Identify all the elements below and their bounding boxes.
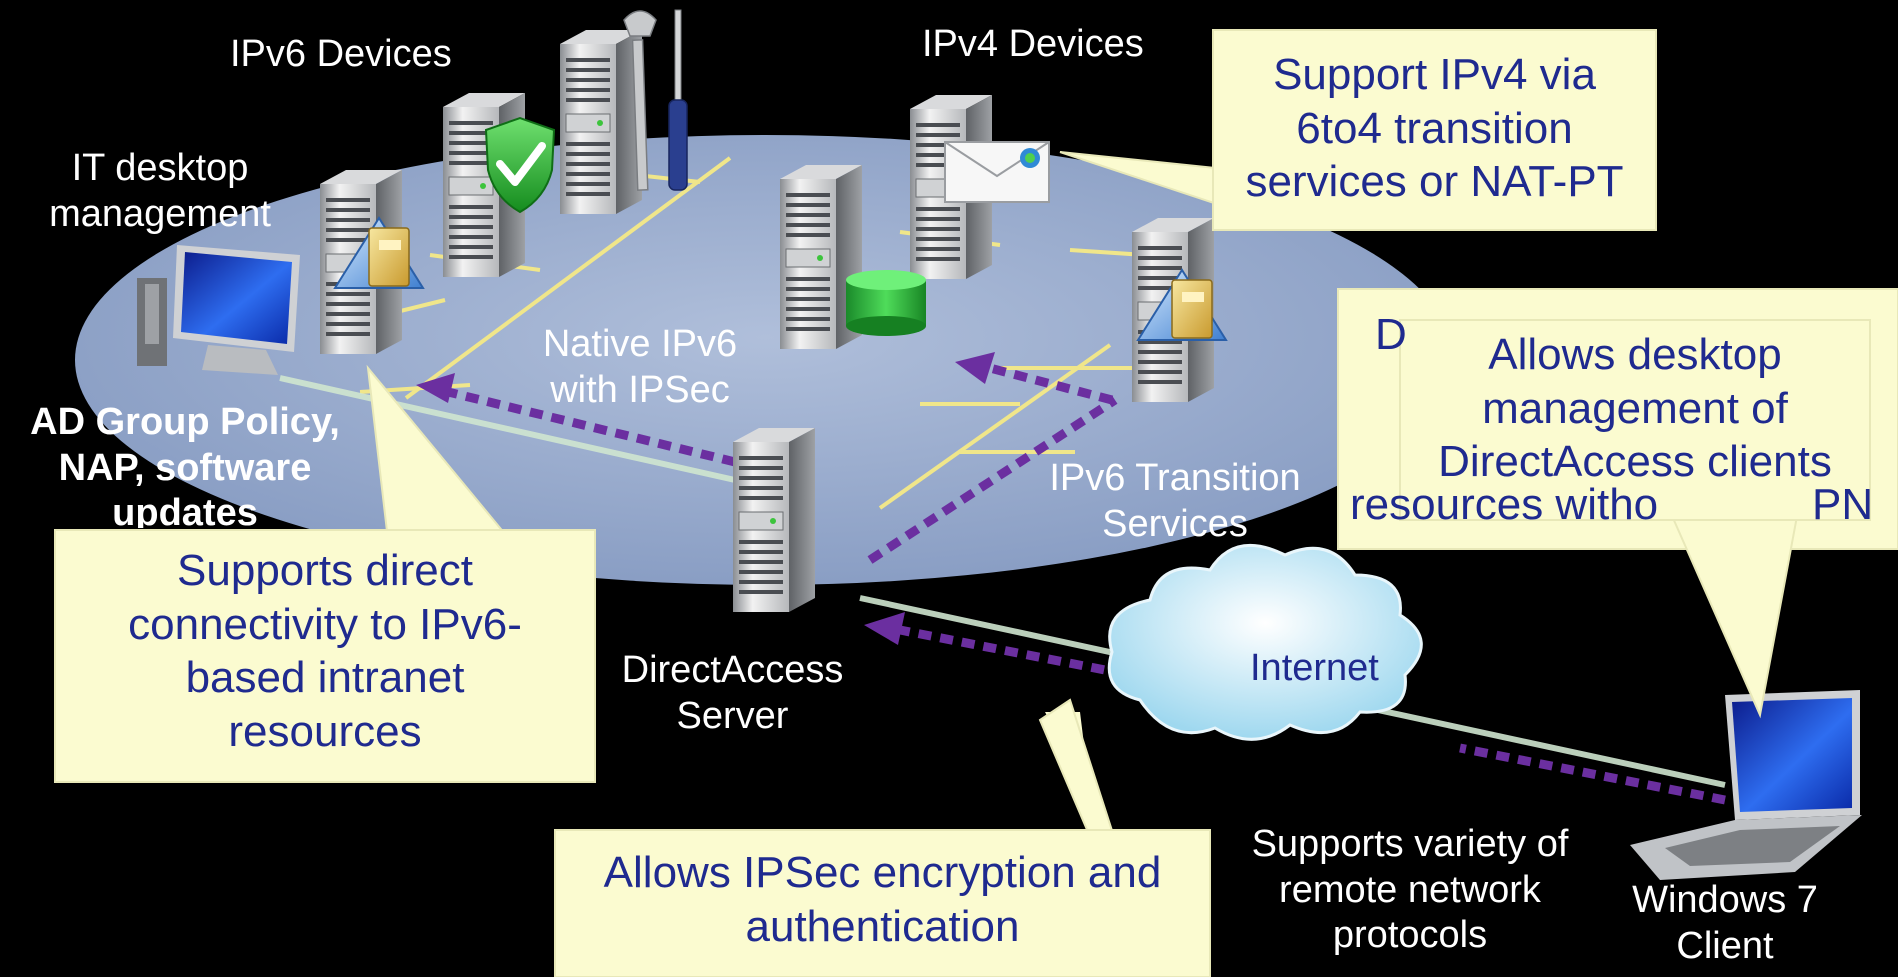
label-it-desktop-line1: IT desktop (71, 147, 249, 189)
callout-direct-line1: Supports direct (177, 546, 473, 595)
callout-desktop-line1: Allows desktop (1488, 330, 1782, 379)
label-windows7-line2: Client (1676, 924, 1774, 967)
label-ipv6-transition-line1: IPv6 Transition (1049, 457, 1301, 499)
label-ipv6-transition-line2: Services (1102, 502, 1248, 545)
label-ipv4-devices: IPv4 Devices (922, 23, 1144, 65)
callout-ipv4-text: Support IPv4 via 6to4 transition service… (1213, 48, 1656, 209)
callout-direct-conn-text: Supports direct connectivity to IPv6- ba… (55, 544, 595, 759)
callout-direct-line4: resources (228, 707, 422, 757)
label-directaccess-line1: DirectAccess (621, 649, 844, 691)
callout-ipsec-text: Allows IPSec encryption and authenticati… (555, 846, 1210, 953)
callout-desktop-mgmt-text: Allows desktop management of DirectAcces… (1400, 328, 1870, 489)
callout-hidden-d: D (1375, 310, 1407, 359)
workstation-icon (137, 245, 300, 375)
envelope-icon (944, 141, 1050, 203)
label-ipv6-transition: IPv6 Transition Services (1025, 456, 1325, 547)
server-icon-ipv6-3 (559, 29, 643, 215)
label-internet: Internet (1250, 647, 1379, 689)
label-windows7-line1: Windows 7 (1632, 879, 1818, 921)
label-it-desktop-line2: management (49, 192, 271, 235)
callout-hidden-pn: PN (1812, 480, 1874, 529)
label-supports-line1: Supports variety of (1251, 823, 1569, 865)
label-supports-line3: protocols (1332, 914, 1488, 957)
directaccess-server-icon (732, 427, 816, 613)
callout-ipsec-line1: Allows IPSec encryption and (603, 848, 1162, 897)
label-directaccess-line2: Server (676, 694, 789, 737)
shield-check-icon (484, 116, 556, 214)
label-supports-line2: remote network (1279, 868, 1541, 911)
label-directaccess-server: DirectAccess Server (600, 648, 865, 739)
label-ipv6-devices: IPv6 Devices (230, 33, 452, 75)
label-windows7-client: Windows 7 Client (1610, 878, 1840, 969)
callout-ipv4-line3: services or NAT-PT (1245, 157, 1624, 207)
callout-direct-line2: connectivity to IPv6- (128, 599, 522, 649)
callout-hidden-resources: resources witho (1350, 480, 1659, 529)
label-ad-line1: AD Group Policy, (30, 401, 340, 443)
internet-cloud (1107, 543, 1423, 741)
callout-ipsec (554, 698, 1211, 977)
label-supports-variety: Supports variety of remote network proto… (1240, 822, 1580, 959)
callout-direct-line3: based intranet (185, 653, 465, 703)
laptop-icon (1630, 690, 1862, 880)
callout-ipv4-line1: Support IPv4 via (1273, 50, 1596, 99)
label-native-ipv6: Native IPv6 with IPSec (520, 322, 760, 413)
callout-direct-connectivity (54, 364, 596, 783)
callout-ipv4-support (1059, 29, 1657, 231)
callout-desktop-line2: management of (1482, 383, 1788, 433)
label-ad-group-policy: AD Group Policy, NAP, software updates (0, 400, 370, 528)
label-it-desktop: IT desktop management (30, 146, 290, 237)
label-ad-line2: NAP, software (58, 446, 312, 489)
arrow-heads (416, 352, 995, 645)
wrench-screwdriver-icon (623, 9, 688, 191)
label-native-ipv6-line2: with IPSec (550, 368, 730, 411)
callout-ipsec-line2: authentication (745, 901, 1020, 951)
label-ad-line3: updates (112, 492, 258, 528)
callout-desktop-line3: DirectAccess clients (1438, 437, 1832, 487)
database-cylinder-icon (846, 270, 926, 336)
callout-ipv4-line2: 6to4 transition (1296, 103, 1573, 153)
label-native-ipv6-line1: Native IPv6 (542, 323, 738, 365)
callout-desktop-management (1399, 319, 1871, 719)
